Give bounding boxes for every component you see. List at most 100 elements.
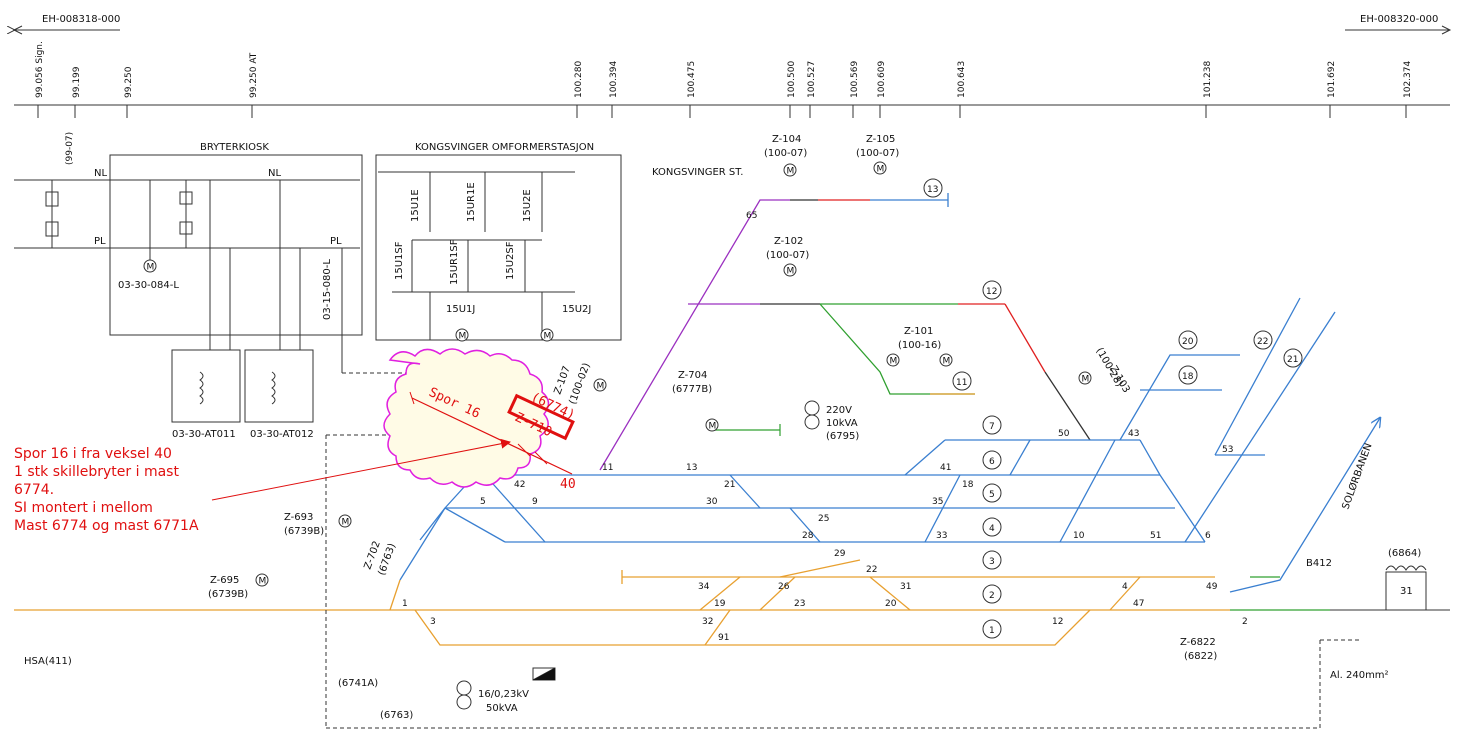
mast-6741a: (6741A) [338,678,378,689]
motor-icon-label: M [709,422,717,432]
motor-icon [705,418,719,432]
note-line-5: Mast 6774 og mast 6771A [14,518,199,534]
note-line-2: 1 stk skillebryter i mast [14,464,179,480]
hsa-label: HSA(411) [24,656,72,667]
z704-sub: (6777B) [672,384,712,395]
track-number-circle [982,550,1002,570]
km-label: 100.609 [877,61,887,98]
track-number: 22 [1257,337,1268,347]
z102-label: Z-102 [774,236,803,247]
motor-icon [255,573,269,587]
km-label: 101.238 [1203,61,1213,98]
track-number-circle [952,371,972,391]
z101-label: Z-101 [904,326,933,337]
switch-number: 5 [480,497,486,507]
bryterkiosk-box [109,154,363,336]
track-number-circle [982,415,1002,435]
motor-icon [540,328,554,342]
z101-sub: (100-16) [898,340,941,351]
motor-icon-label: M [597,382,605,392]
km-label: 100.500 [787,61,797,98]
at012-coil-icon [271,371,276,405]
switch-number: 29 [834,549,846,559]
z102-sub: (100-07) [766,250,809,261]
z105-label: Z-105 [866,134,895,145]
z695-label: Z-695 [210,575,239,586]
km-label: 99.250 [124,66,134,98]
motor-icon [593,378,607,392]
track-number: 5 [989,490,995,500]
pl-label-2: PL [330,236,342,247]
label-15u2j: 15U2J [562,304,591,315]
at011-coil-icon [199,371,204,405]
purple-feeders [599,199,790,471]
switch-number: 53 [1222,445,1233,455]
track-number-circle [1283,348,1303,368]
km-label: 99.056 Sign. [35,41,45,98]
at011-label: 03-30-AT011 [172,429,236,440]
motor-icon [143,259,157,273]
track-number: 1 [989,626,995,636]
note-line-3: 6774. [14,482,54,498]
label-15u2sf: 15U2SF [505,241,516,280]
track-31-label: 31 [1400,586,1413,597]
motor-icon-label: M [877,165,885,175]
omformer-box [375,154,622,341]
km-label: 100.569 [850,61,860,98]
km-label: 102.374 [1403,61,1413,98]
switch-number: 10 [1073,531,1085,541]
track-number: 12 [986,287,997,297]
motor-icon-label: M [890,357,898,367]
switch-number: 50 [1058,429,1070,439]
km-label: 101.692 [1327,61,1337,98]
motor-icon [939,353,953,367]
al240-label: Al. 240mm² [1330,670,1389,681]
switch-number: 4 [1122,582,1128,592]
motor-icon [886,353,900,367]
track-number: 21 [1287,355,1298,365]
green-line-right [1230,576,1330,611]
motor-icon-label: M [459,332,467,342]
mast-6763: (6763) [380,710,413,721]
track-number: 7 [989,422,995,432]
note-line-1: Spor 16 i fra veksel 40 [14,446,172,462]
motor-icon-label: M [943,357,951,367]
switch-number: 91 [718,633,729,643]
switch-number: 34 [698,582,710,592]
switch-number: 51 [1150,531,1161,541]
main-tracks [14,559,1230,646]
label-15ur1sf: 15UR1SF [449,239,460,285]
track-number-circle [982,619,1002,639]
omformer-busbars [378,171,575,340]
switch-number: 65 [746,211,757,221]
supply-6795: (6795) [826,431,859,442]
z704-feeder [712,424,781,436]
motor-icon [455,328,469,342]
motor-icon [873,161,887,175]
motor-icon-label: M [1082,375,1090,385]
track-number: 18 [1182,372,1194,382]
disconnector-084: 03-30-084-L [118,280,179,291]
track-number-circle [1253,330,1273,350]
motor-icon [783,263,797,277]
track-number: 4 [989,524,995,534]
mast-6864: (6864) [1388,548,1421,559]
switch-number: 43 [1128,429,1139,439]
at012-label: 03-30-AT012 [250,429,314,440]
z104-label: Z-104 [772,134,801,145]
z695-sub: (6739B) [208,589,248,600]
ref-right-label: EH-008320-000 [1360,14,1438,25]
switch-number: 3 [430,617,436,627]
track-number-circle [982,483,1002,503]
motor-icon [338,514,352,528]
switch-40-label: 40 [560,477,576,492]
track-number-circle [982,584,1002,604]
switch-number: 9 [532,497,538,507]
motor-icon-label: M [787,267,795,277]
z6822-label: Z-6822 [1180,637,1216,648]
track-number: 2 [989,591,995,601]
trafo-16kv-icon [456,680,472,696]
switch-number: 28 [802,531,814,541]
